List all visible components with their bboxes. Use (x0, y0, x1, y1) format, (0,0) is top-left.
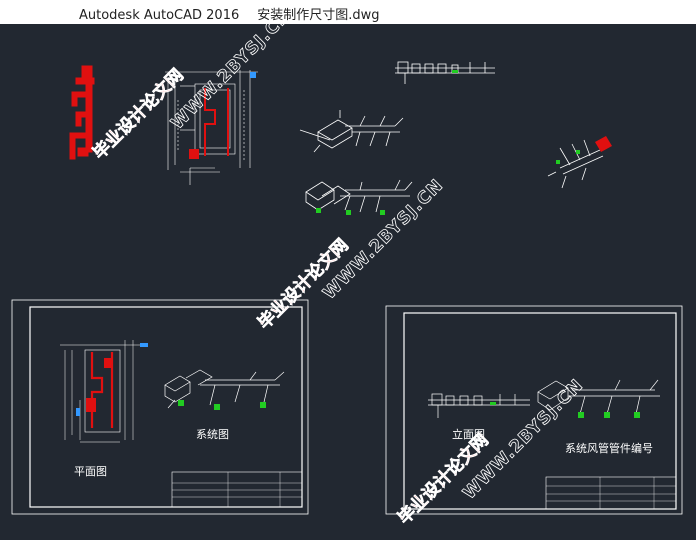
sheet-left (11, 299, 309, 515)
file-name: 安装制作尺寸图.dwg (257, 8, 380, 23)
iso-system-middle (305, 179, 413, 213)
top-elevation-drawing (395, 61, 495, 84)
iso-right-green (556, 150, 580, 164)
sheet-right-title-label: 系统风管管件编号 (565, 441, 653, 455)
window-title: Autodesk AutoCAD 2016 安装制作尺寸图.dwg (79, 4, 380, 23)
sheet-right-elevation-label: 立面图 (452, 427, 485, 441)
sheet-right-green (490, 402, 640, 418)
red-riser-drawing (69, 65, 95, 160)
top-plan-red-duct (189, 72, 256, 159)
sheet-right (385, 305, 683, 515)
iso-system-right (547, 139, 604, 189)
sheet-left-system-label: 系统图 (196, 428, 229, 441)
sheet-left-red (86, 352, 114, 428)
iso-system-upper (299, 110, 404, 153)
top-elevation-green (452, 70, 458, 73)
iso-right-red (595, 136, 612, 152)
sheet-left-accents (76, 343, 266, 416)
drawing-canvas[interactable]: 平面图 系统图 (0, 24, 696, 540)
window-titlebar: Autodesk AutoCAD 2016 安装制作尺寸图.dwg (0, 0, 696, 24)
iso-middle-green (316, 208, 385, 215)
sheet-left-plan-label: 平面图 (74, 465, 107, 478)
app-name: Autodesk AutoCAD 2016 (79, 8, 240, 23)
cad-drawing: 平面图 系统图 (11, 24, 683, 529)
top-plan-drawing (165, 70, 258, 185)
